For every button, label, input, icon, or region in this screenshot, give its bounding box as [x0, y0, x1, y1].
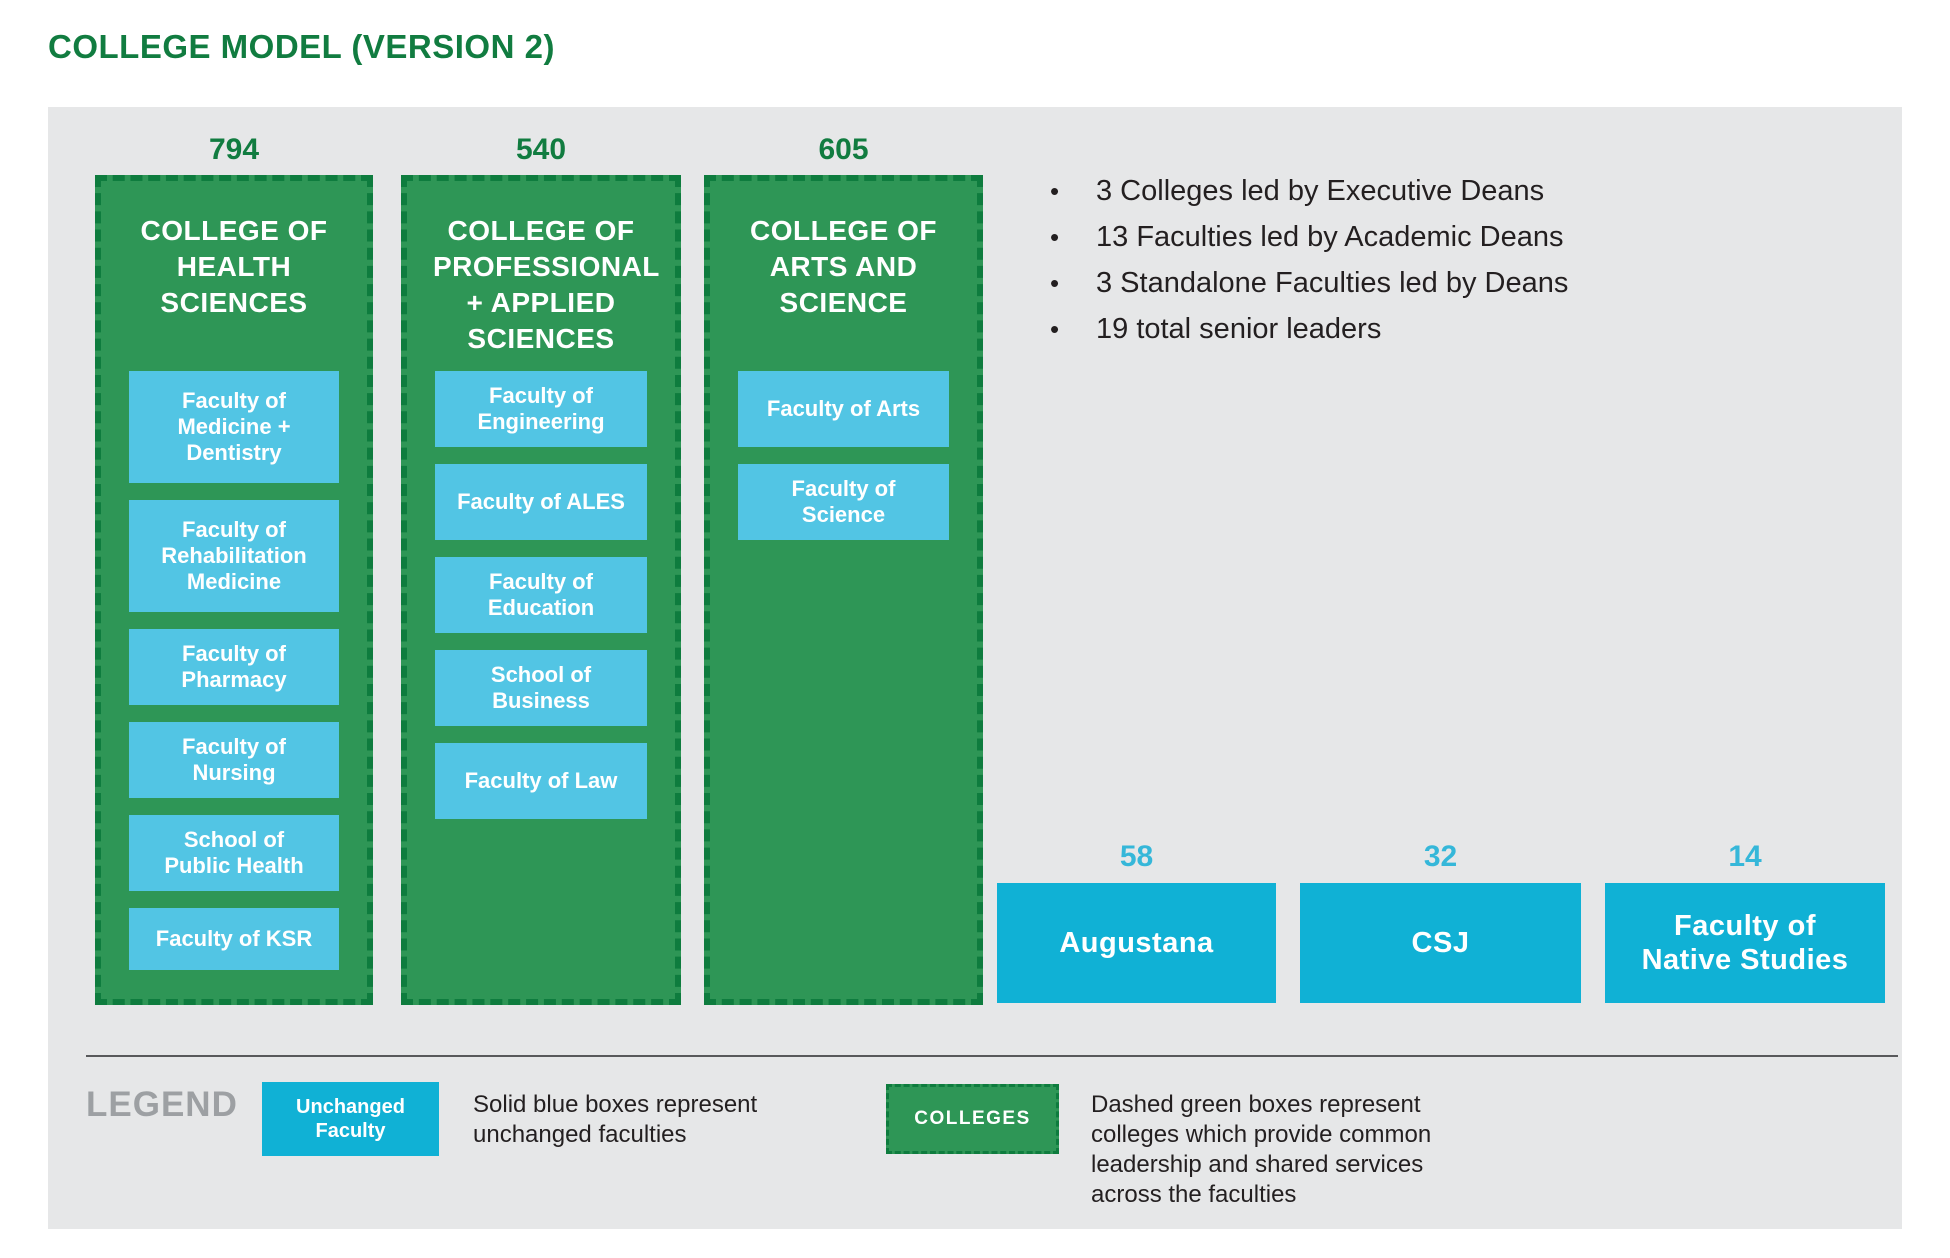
- legend-colleges-swatch: COLLEGES: [886, 1084, 1059, 1154]
- faculty-rehabilitation-medicine-box: Faculty of Rehabilitation Medicine: [129, 500, 339, 612]
- faculty-ales-box: Faculty of ALES: [435, 464, 647, 540]
- summary-bullet-text: 3 Colleges led by Executive Deans: [1096, 175, 1545, 207]
- college-health-headcount: 794: [208, 133, 260, 166]
- legend-colleges-description: Dashed green boxes represent colleges wh…: [1091, 1091, 1432, 1208]
- summary-bullet-text: 3 Standalone Faculties led by Deans: [1096, 267, 1569, 299]
- bullet-dot-icon: •: [1050, 176, 1060, 206]
- college-arts-science-box: COLLEGE OF ARTS AND SCIENCE Faculty of A…: [704, 175, 983, 1005]
- faculty-education-box: Faculty of Education: [435, 557, 647, 633]
- legend-label: LEGEND: [86, 1085, 238, 1124]
- native-studies-headcount: 14: [1728, 840, 1762, 873]
- faculty-science-box: Faculty of Science: [738, 464, 949, 540]
- college-arts-science-title: COLLEGE OF ARTS AND SCIENCE: [750, 215, 937, 318]
- page-title: COLLEGE MODEL (VERSION 2): [48, 28, 555, 65]
- faculty-law-box: Faculty of Law: [435, 743, 647, 819]
- legend-unchanged-description: Solid blue boxes represent unchanged fac…: [473, 1091, 758, 1148]
- summary-bullet: • 19 total senior leaders: [1050, 313, 1568, 359]
- faculty-nursing-box: Faculty of Nursing: [129, 722, 339, 798]
- college-health-sciences-box: COLLEGE OF HEALTH SCIENCES Faculty of Me…: [95, 175, 373, 1005]
- college-professional-applied-box: COLLEGE OF PROFESSIONAL + APPLIED SCIENC…: [401, 175, 681, 1005]
- augustana-headcount: 58: [1119, 840, 1154, 873]
- summary-bullet-text: 19 total senior leaders: [1096, 313, 1382, 345]
- bullet-dot-icon: •: [1050, 314, 1060, 344]
- college-health-sciences-faculties: Faculty of Medicine + Dentistry Faculty …: [127, 371, 341, 970]
- csj-box: CSJ: [1300, 883, 1581, 1003]
- faculty-arts-box: Faculty of Arts: [738, 371, 949, 447]
- faculty-native-studies-box: Faculty of Native Studies: [1605, 883, 1885, 1003]
- bullet-dot-icon: •: [1050, 268, 1060, 298]
- faculty-medicine-dentistry-box: Faculty of Medicine + Dentistry: [129, 371, 339, 483]
- faculty-ksr-box: Faculty of KSR: [129, 908, 339, 970]
- summary-bullet: • 3 Standalone Faculties led by Deans: [1050, 267, 1568, 313]
- legend-unchanged-faculty-swatch: Unchanged Faculty: [262, 1082, 439, 1156]
- college-professional-applied-title: COLLEGE OF PROFESSIONAL + APPLIED SCIENC…: [433, 215, 660, 354]
- summary-bullet-list: • 3 Colleges led by Executive Deans • 13…: [1050, 175, 1568, 359]
- csj-headcount: 32: [1423, 840, 1458, 873]
- summary-bullet: • 13 Faculties led by Academic Deans: [1050, 221, 1568, 267]
- faculty-pharmacy-box: Faculty of Pharmacy: [129, 629, 339, 705]
- summary-bullet: • 3 Colleges led by Executive Deans: [1050, 175, 1568, 221]
- bullet-dot-icon: •: [1050, 222, 1060, 252]
- college-arts-science-faculties: Faculty of Arts Faculty of Science: [736, 371, 951, 540]
- school-public-health-box: School of Public Health: [129, 815, 339, 891]
- college-health-sciences-title: COLLEGE OF HEALTH SCIENCES: [140, 215, 328, 318]
- faculty-engineering-box: Faculty of Engineering: [435, 371, 647, 447]
- school-business-box: School of Business: [435, 650, 647, 726]
- college-arts-science-headcount: 605: [818, 133, 869, 166]
- summary-bullet-text: 13 Faculties led by Academic Deans: [1096, 221, 1564, 253]
- college-professional-headcount: 540: [515, 133, 567, 166]
- augustana-box: Augustana: [997, 883, 1276, 1003]
- college-professional-applied-faculties: Faculty of Engineering Faculty of ALES F…: [433, 371, 649, 819]
- legend-divider: [86, 1055, 1898, 1057]
